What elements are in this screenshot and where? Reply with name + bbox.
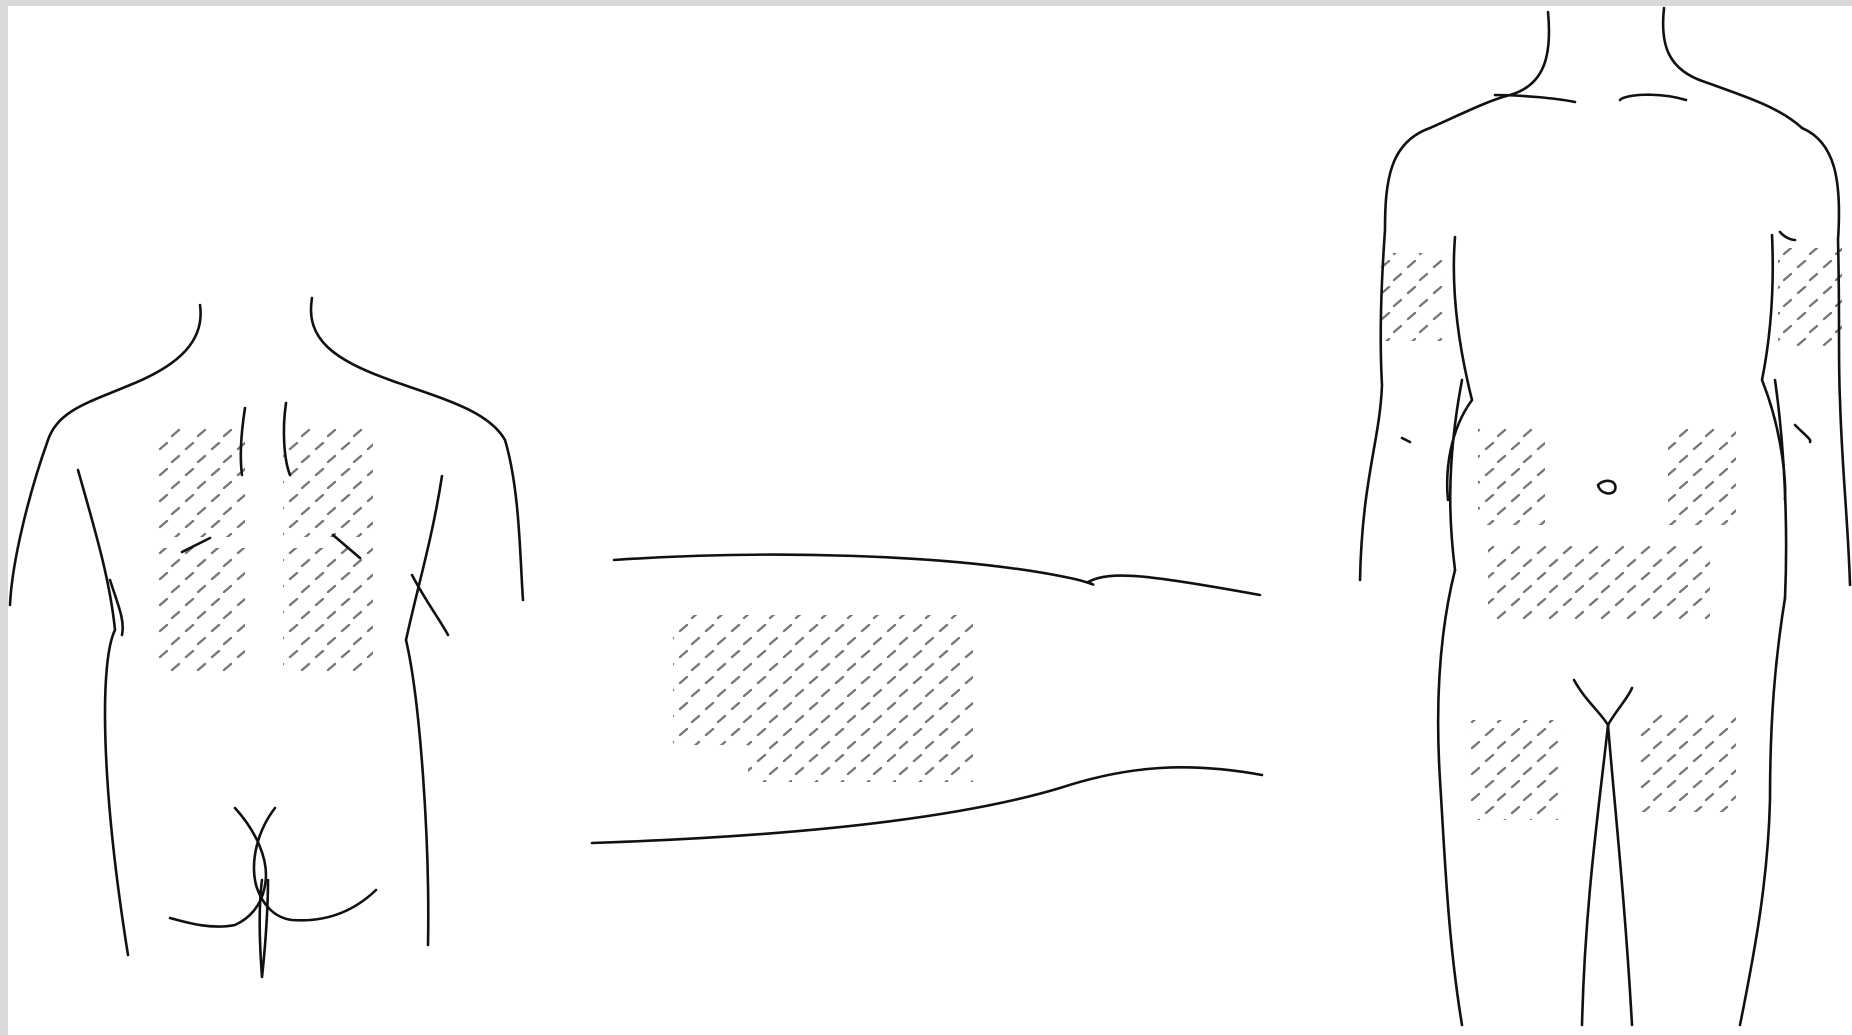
back-view <box>10 298 523 977</box>
site-upper-right-back <box>283 425 373 537</box>
site-left-upper-arm <box>1380 253 1445 341</box>
front-outline <box>1360 8 1850 1025</box>
site-lower-abdomen <box>1488 543 1710 620</box>
site-upper-arm-outer-lower <box>748 740 973 782</box>
site-right-abdomen <box>1668 425 1736 525</box>
site-left-abdomen <box>1478 427 1545 525</box>
site-right-thigh <box>1640 712 1736 812</box>
front-view <box>1360 8 1850 1025</box>
site-lower-left-back <box>155 548 245 675</box>
site-upper-left-back <box>155 425 245 537</box>
site-lower-right-back <box>283 548 373 675</box>
site-right-upper-arm <box>1778 248 1842 346</box>
arm-view <box>592 555 1262 843</box>
site-upper-arm-outer-main <box>673 615 973 745</box>
back-outline <box>10 298 523 977</box>
arm-injection-sites <box>673 615 973 782</box>
site-left-thigh <box>1468 720 1563 820</box>
